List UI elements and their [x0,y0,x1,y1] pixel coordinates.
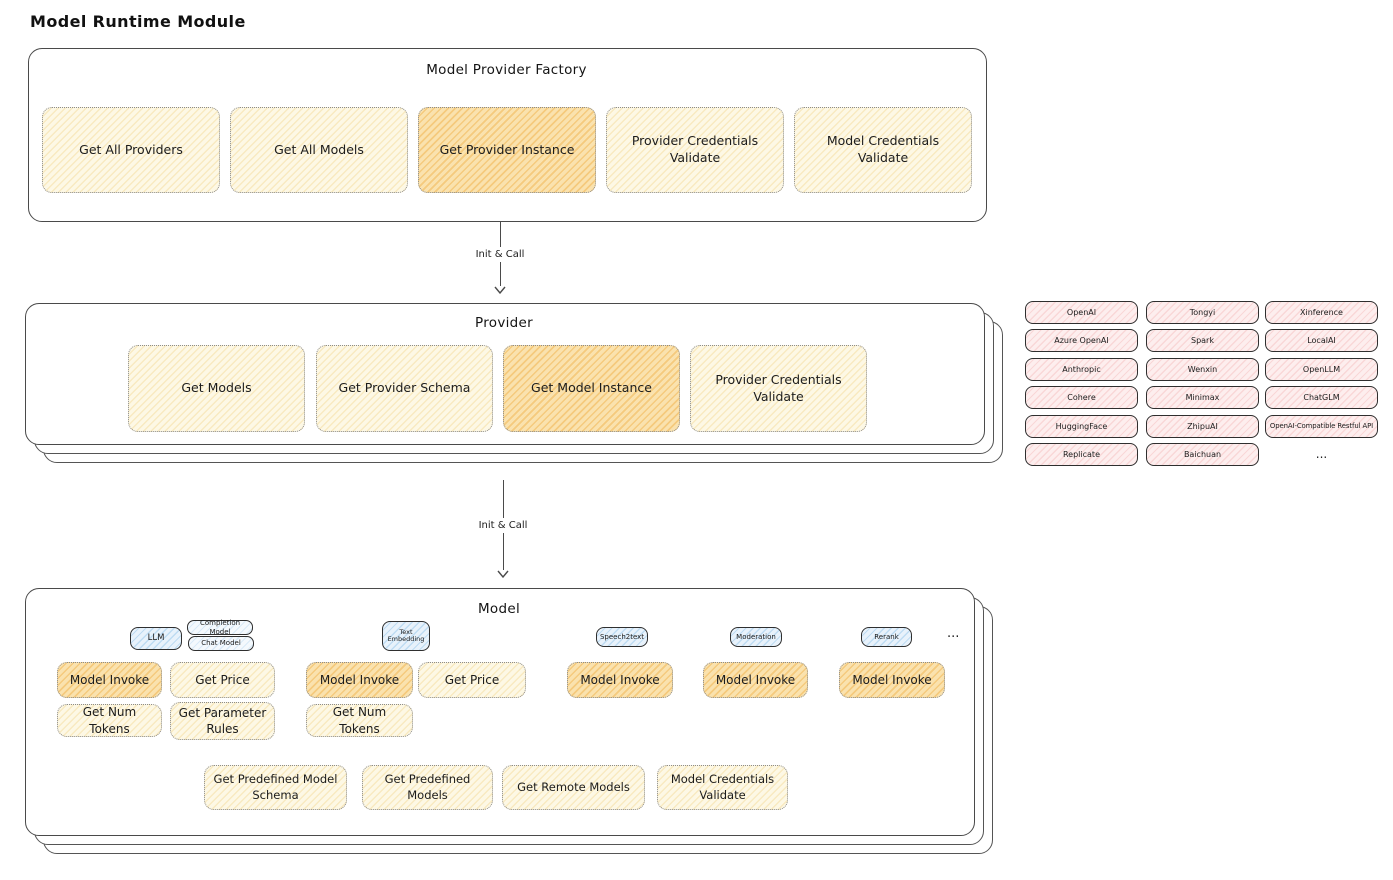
arrow-line [499,261,501,286]
provider-chip-anthropic[interactable]: Anthropic [1025,357,1138,381]
provider-chip-chatglm[interactable]: ChatGLM [1265,386,1378,410]
arrow-line [499,222,501,247]
provider-grid-col2: Tongyi Spark Wenxin Minimax ZhipuAI Baic… [1146,301,1259,466]
factory-title: Model Provider Factory [426,62,587,78]
provider-grid-col1: OpenAI Azure OpenAI Anthropic Cohere Hug… [1025,301,1138,466]
tag-speech2text[interactable]: Speech2text [596,627,648,647]
provider-grid: OpenAI Azure OpenAI Anthropic Cohere Hug… [1025,301,1379,471]
node-get-price-embedding[interactable]: Get Price [418,662,526,698]
provider-chip-openllm[interactable]: OpenLLM [1265,357,1378,381]
provider-chip-wenxin[interactable]: Wenxin [1146,357,1259,381]
node-get-price-llm[interactable]: Get Price [170,662,275,698]
diagram-title: Model Runtime Module [30,12,246,31]
provider-chip-cohere[interactable]: Cohere [1025,386,1138,410]
arrow-head-icon [494,286,506,294]
node-model-credentials-validate[interactable]: Model Credentials Validate [794,107,972,193]
node-model-invoke-rerank[interactable]: Model Invoke [839,662,945,698]
provider-chip-tongyi[interactable]: Tongyi [1146,301,1259,324]
provider-chip-openai[interactable]: OpenAI [1025,301,1138,324]
arrow-label: Init & Call [475,248,525,260]
tag-rerank[interactable]: Rerank [861,627,912,647]
node-get-parameter-rules[interactable]: Get Parameter Rules [170,702,275,740]
arrow-label: Init & Call [478,519,528,531]
node-get-remote-models[interactable]: Get Remote Models [502,765,645,810]
model-section: Model LLM Completion Model Chat Model Te… [25,588,993,854]
node-get-predefined-model-schema[interactable]: Get Predefined Model Schema [204,765,347,810]
provider-chip-huggingface[interactable]: HuggingFace [1025,414,1138,438]
model-box[interactable] [25,588,975,836]
provider-chip-minimax[interactable]: Minimax [1146,386,1259,410]
init-call-arrow-1: Init & Call [469,222,531,294]
node-get-models[interactable]: Get Models [128,345,305,432]
provider-grid-more-dots: ... [1315,447,1328,462]
provider-chip-openai-compatible-restful-api[interactable]: OpenAI-Compatible Restful API [1265,414,1378,438]
arrow-line [502,480,504,518]
provider-grid-col3: Xinference LocalAI OpenLLM ChatGLM OpenA… [1265,301,1378,466]
node-get-num-tokens-llm[interactable]: Get Num Tokens [57,704,162,737]
tag-text-embedding[interactable]: Text Embedding [382,621,430,651]
tag-completion-model[interactable]: Completion Model [187,619,253,636]
model-more-dots: ... [947,626,960,641]
provider-chip-xinference[interactable]: Xinference [1265,301,1378,324]
provider-chip-baichuan[interactable]: Baichuan [1146,442,1259,466]
node-get-all-providers[interactable]: Get All Providers [42,107,220,193]
init-call-arrow-2: Init & Call [472,480,534,578]
node-get-provider-instance[interactable]: Get Provider Instance [418,107,596,193]
provider-chip-zhipuai[interactable]: ZhipuAI [1146,414,1259,438]
node-get-all-models[interactable]: Get All Models [230,107,408,193]
node-model-invoke-embedding[interactable]: Model Invoke [306,662,413,698]
tag-llm[interactable]: LLM [130,627,182,650]
provider-title: Provider [475,315,533,331]
node-get-provider-schema[interactable]: Get Provider Schema [316,345,493,432]
provider-chip-spark[interactable]: Spark [1146,329,1259,353]
node-model-invoke-llm[interactable]: Model Invoke [57,662,162,698]
provider-chip-replicate[interactable]: Replicate [1025,442,1138,466]
node-get-predefined-models[interactable]: Get Predefined Models [362,765,493,810]
node-get-num-tokens-embedding[interactable]: Get Num Tokens [306,704,413,737]
node-provider-credentials-validate[interactable]: Provider Credentials Validate [606,107,784,193]
factory-section: Model Provider Factory Get All Providers… [28,48,987,222]
model-title: Model [477,601,521,617]
node-model-invoke-speech2text[interactable]: Model Invoke [567,662,673,698]
node-model-credentials-validate-2[interactable]: Model Credentials Validate [657,765,788,810]
tag-chat-model[interactable]: Chat Model [188,636,254,651]
node-provider-credentials-validate-2[interactable]: Provider Credentials Validate [690,345,867,432]
arrow-head-icon [497,570,509,578]
arrow-line [502,532,504,570]
provider-section: Provider Get Models Get Provider Schema … [25,303,1003,463]
tag-moderation[interactable]: Moderation [730,627,782,647]
provider-chip-azure-openai[interactable]: Azure OpenAI [1025,329,1138,353]
node-model-invoke-moderation[interactable]: Model Invoke [703,662,808,698]
provider-chip-localai[interactable]: LocalAI [1265,329,1378,353]
node-get-model-instance[interactable]: Get Model Instance [503,345,680,432]
